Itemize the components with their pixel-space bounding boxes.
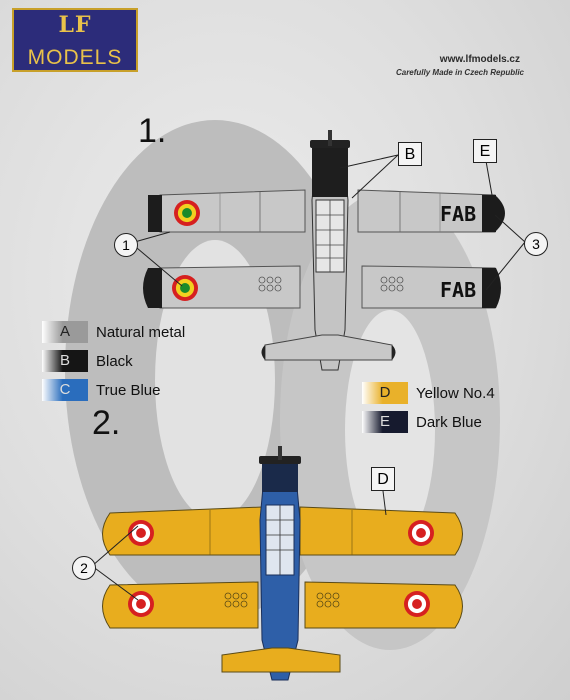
legend-label-a: Natural metal <box>96 323 186 341</box>
legend-label-d: Yellow No.4 <box>416 384 495 402</box>
callout-1: 1 <box>114 233 138 257</box>
legend-item-e: E Dark Blue <box>362 411 482 433</box>
legend-item-c: C True Blue <box>42 379 160 401</box>
legend-label-e: Dark Blue <box>416 413 482 431</box>
roundels <box>128 200 434 617</box>
aircraft-2-tailplane <box>221 647 341 673</box>
website-url: www.lfmodels.cz <box>439 54 520 65</box>
aircraft-1 <box>143 130 505 371</box>
aircraft-1-lower-wing <box>143 265 501 309</box>
roundel-1-upper <box>174 200 200 226</box>
callout-lines <box>91 154 526 601</box>
legend-label-c: True Blue <box>96 381 161 399</box>
callout-2: 2 <box>72 556 96 580</box>
logo-sub: MODELS <box>27 46 123 69</box>
swatch-d: D <box>362 382 408 404</box>
swatch-b: B <box>42 350 88 372</box>
aircraft-1-fuselage <box>310 130 350 371</box>
callout-e-scheme1: E <box>473 139 497 163</box>
scheme-2-number: 2. <box>92 404 121 442</box>
aircraft-2-fuselage <box>259 446 301 681</box>
roundel-2-upper-right <box>408 520 434 546</box>
legend-label-b: Black <box>96 352 133 370</box>
lf-models-logo: LF MODELS <box>12 8 138 72</box>
swatch-e: E <box>362 411 408 433</box>
swatch-a: A <box>42 321 88 343</box>
swatch-c: C <box>42 379 88 401</box>
legend-item-d: D Yellow No.4 <box>362 382 495 404</box>
aircraft-2 <box>102 446 463 681</box>
wing-code-lower: FAB <box>440 278 476 302</box>
callout-b-scheme1: B <box>398 142 422 166</box>
scheme-1-number: 1. <box>138 112 167 150</box>
callout-d-scheme2: D <box>371 467 395 491</box>
wing-code-upper: FAB <box>440 202 476 226</box>
callout-3: 3 <box>524 232 548 256</box>
aircraft-1-tailplane <box>261 334 396 361</box>
legend-item-b: B Black <box>42 350 133 372</box>
roundel-2-upper-left <box>128 520 154 546</box>
tagline: Carefully Made in Czech Republic <box>395 68 524 77</box>
roundel-2-lower-right <box>404 591 430 617</box>
legend-item-a: A Natural metal <box>42 321 185 343</box>
logo-brand: LF <box>58 12 92 38</box>
roundel-1-lower <box>172 275 198 301</box>
